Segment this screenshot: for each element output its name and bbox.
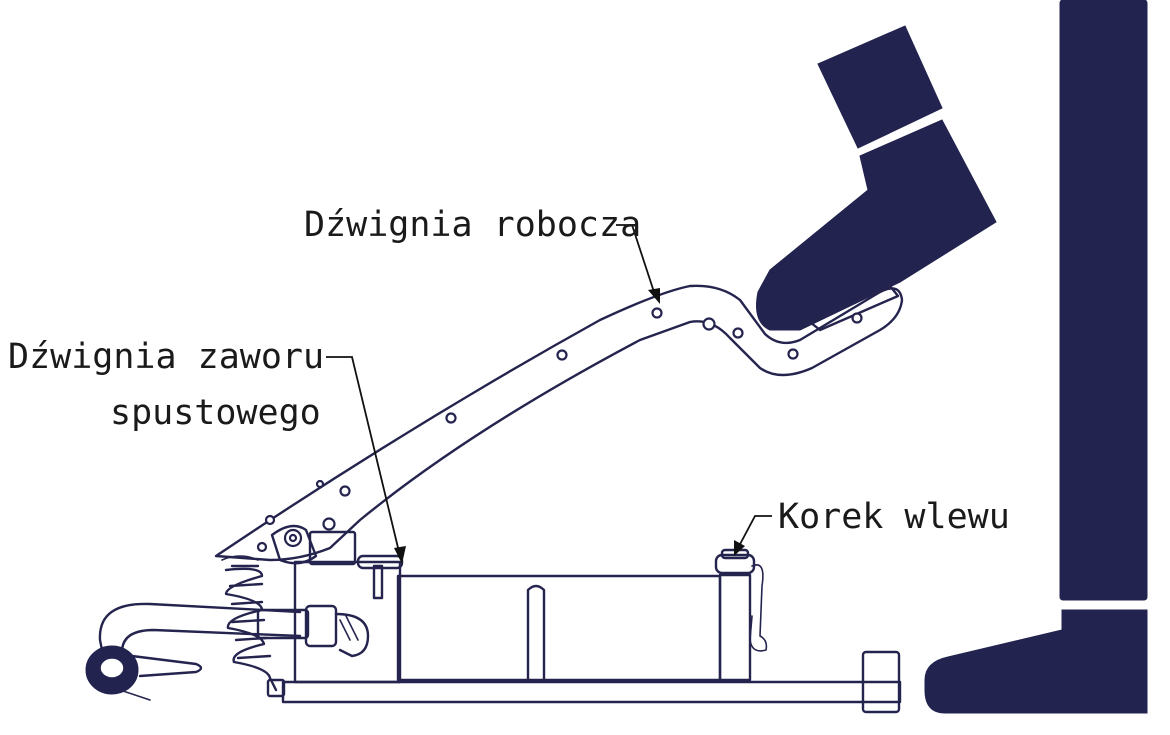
return-spring [221,555,278,692]
hydraulic-hose [98,602,370,662]
foot-shape [756,25,997,331]
working-lever [214,284,904,562]
base-rail [266,650,902,714]
leader-filler-cap [734,515,772,556]
filler-cap [714,548,768,652]
lever-pivot [270,524,357,566]
label-valve-lever-line1: Dźwignia zaworu [8,337,324,377]
wall [924,0,1148,714]
label-valve-lever-line2: spustowego [110,393,321,433]
label-filler-cap: Korek wlewu [778,497,1010,537]
leader-working-lever [616,224,660,304]
leader-drain-valve [326,356,406,564]
ram-head [85,645,203,701]
label-working-lever: Dźwignia robocza [304,205,641,245]
